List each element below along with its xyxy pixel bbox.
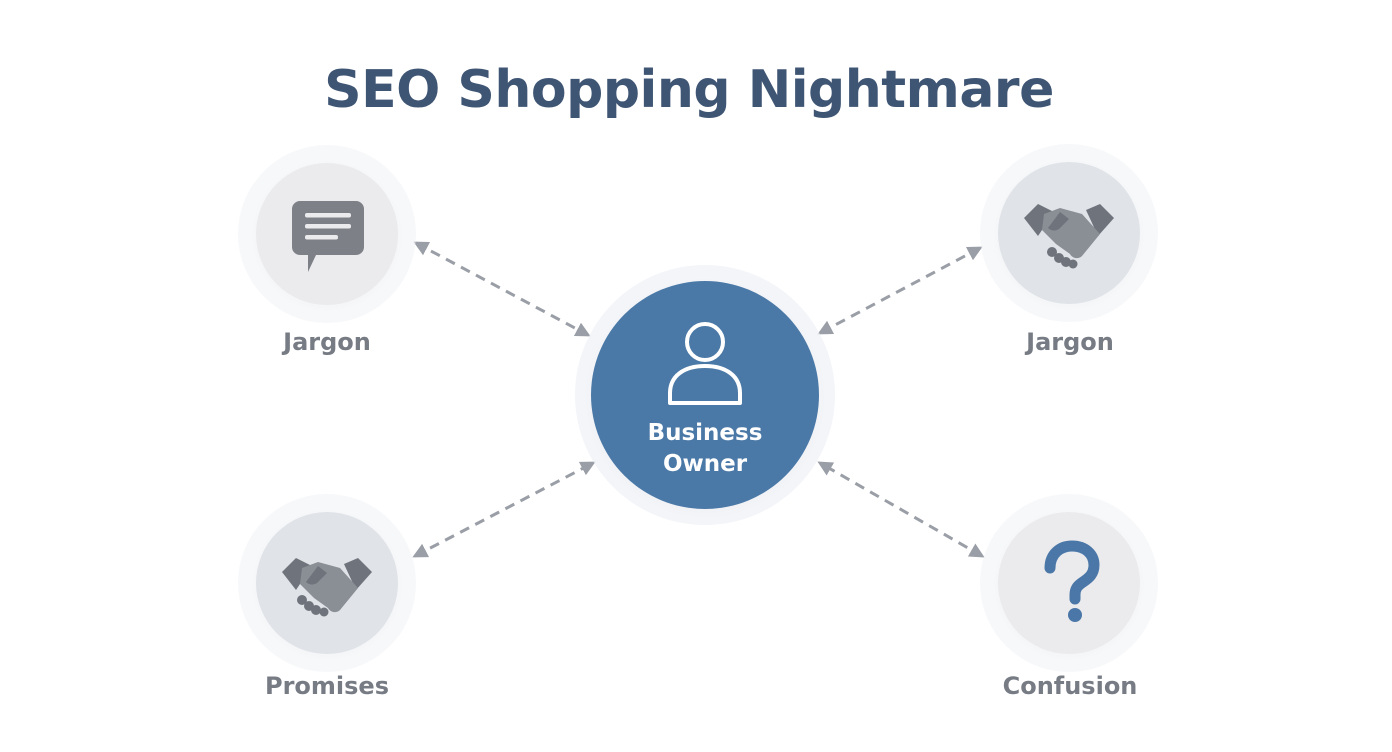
business-owner-node: Business Owner bbox=[591, 281, 819, 509]
handshake-icon bbox=[282, 558, 372, 617]
arrow-top-right bbox=[817, 246, 983, 335]
arrow-bottom-left bbox=[412, 461, 596, 558]
node-label-jargon-right: Jargon bbox=[1026, 328, 1114, 356]
question-mark-icon bbox=[1044, 540, 1100, 622]
user-icon bbox=[668, 322, 742, 405]
handshake-icon bbox=[1024, 204, 1114, 269]
page-title: SEO Shopping Nightmare bbox=[324, 60, 1054, 120]
arrow-top-left bbox=[413, 241, 591, 337]
center-label-line1: Business bbox=[647, 420, 763, 446]
arrow-bottom-right bbox=[817, 461, 985, 558]
speech-bubble-icon bbox=[292, 201, 364, 272]
node-label-promises: Promises bbox=[265, 672, 389, 700]
node-label-confusion: Confusion bbox=[1002, 672, 1138, 700]
jargon-node-circle bbox=[256, 163, 398, 305]
node-label-jargon-left: Jargon bbox=[283, 328, 371, 356]
jargon-handshake-node-circle bbox=[998, 162, 1140, 304]
promises-node-circle bbox=[256, 512, 398, 654]
center-label-line2: Owner bbox=[662, 451, 748, 477]
confusion-node-circle bbox=[998, 512, 1140, 654]
